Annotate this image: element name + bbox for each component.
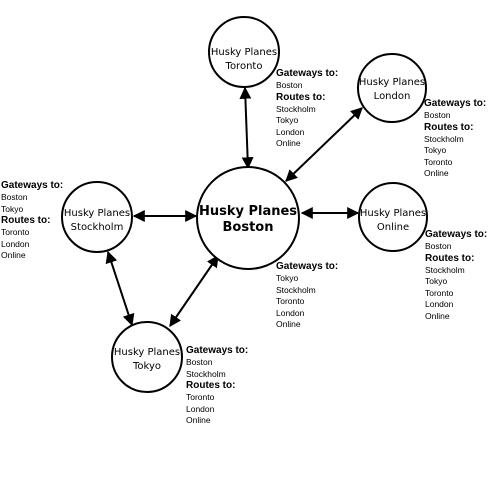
list-item: London — [276, 307, 305, 318]
gateways-heading: Gateways to: — [424, 98, 487, 109]
link-tokyo-boston — [169, 255, 219, 327]
list-item: Stockholm — [276, 284, 316, 295]
list-item: Boston — [186, 357, 213, 367]
node-label-line2: Online — [377, 222, 409, 233]
list-item: Tokyo — [424, 145, 447, 155]
gateways-heading: Gateways to: — [186, 345, 249, 356]
gateways-heading: Gateways to: — [276, 261, 339, 272]
routes-heading: Routes to: — [424, 121, 474, 133]
hub-label-line1: Husky Planes — [199, 204, 297, 219]
list-item: Tokyo — [276, 115, 299, 125]
node-label-line1: Husky Planes — [360, 208, 426, 219]
node-label-line2: Toronto — [225, 61, 263, 72]
list-item: Toronto — [186, 392, 215, 402]
list-item: Toronto — [425, 287, 454, 298]
node-stockholm: Husky Planes Stockholm — [61, 181, 133, 253]
list-item: Toronto — [424, 156, 453, 167]
gateways-list: Boston — [425, 241, 487, 253]
info-toronto: Gateways to: Boston Routes to: Stockholm… — [276, 68, 338, 150]
hub-label-line2: Boston — [223, 220, 274, 235]
list-item: London — [1, 238, 30, 249]
hub-node-boston: Husky Planes Boston — [196, 166, 300, 270]
routes-heading: Routes to: — [276, 91, 326, 103]
routes-heading: Routes to: — [186, 380, 236, 391]
info-london: Gateways to: Boston Routes to: Stockholm… — [424, 98, 486, 180]
gateways-heading: Gateways to: — [425, 229, 488, 240]
node-label-line2: Tokyo — [132, 361, 161, 372]
node-label-line1: Husky Planes — [211, 47, 277, 58]
info-online: Gateways to: Boston Routes to: Stockholm… — [425, 229, 487, 322]
list-item: Boston — [424, 110, 451, 120]
node-tokyo: Husky Planes Tokyo — [111, 321, 183, 393]
list-item: Online — [424, 168, 449, 178]
gateways-heading: Gateways to: — [1, 180, 64, 191]
list-item: Boston — [276, 80, 303, 90]
list-item: Toronto — [1, 227, 30, 237]
routes-heading: Routes to: — [1, 215, 51, 226]
node-label-line1: Husky Planes — [64, 208, 130, 219]
node-label-line1: Husky Planes — [114, 347, 180, 358]
link-stockholm-tokyo — [105, 250, 135, 327]
list-item: London — [276, 126, 305, 137]
node-label-line2: Stockholm — [71, 222, 124, 233]
list-item: Online — [425, 310, 450, 321]
node-online: Husky Planes Online — [358, 182, 428, 252]
list-item: Online — [276, 319, 301, 329]
link-london-boston — [285, 107, 363, 182]
list-item: Tokyo — [276, 273, 299, 283]
list-item: Online — [1, 250, 26, 260]
gateways-list: Boston — [276, 80, 338, 92]
list-item: Boston — [1, 192, 28, 202]
node-toronto: Husky Planes Toronto — [208, 16, 280, 88]
routes-heading: Routes to: — [425, 252, 475, 264]
list-item: Tokyo — [425, 276, 448, 286]
list-item: Online — [186, 415, 211, 425]
list-item: Stockholm — [186, 368, 226, 379]
list-item: Tokyo — [1, 203, 24, 214]
list-item: Stockholm — [424, 133, 464, 144]
node-label-line2: London — [374, 91, 411, 102]
gateways-heading: Gateways to: — [276, 68, 339, 79]
list-item: Stockholm — [425, 264, 465, 275]
gateways-list: Boston — [424, 110, 486, 122]
node-label-line1: Husky Planes — [359, 77, 425, 88]
list-item: Toronto — [276, 296, 305, 306]
list-item: Stockholm — [276, 103, 316, 114]
list-item: London — [425, 299, 454, 309]
list-item: Online — [276, 138, 301, 148]
list-item: Boston — [425, 241, 452, 251]
node-london: Husky Planes London — [357, 53, 427, 123]
list-item: London — [186, 403, 215, 414]
link-toronto-boston — [239, 86, 254, 170]
